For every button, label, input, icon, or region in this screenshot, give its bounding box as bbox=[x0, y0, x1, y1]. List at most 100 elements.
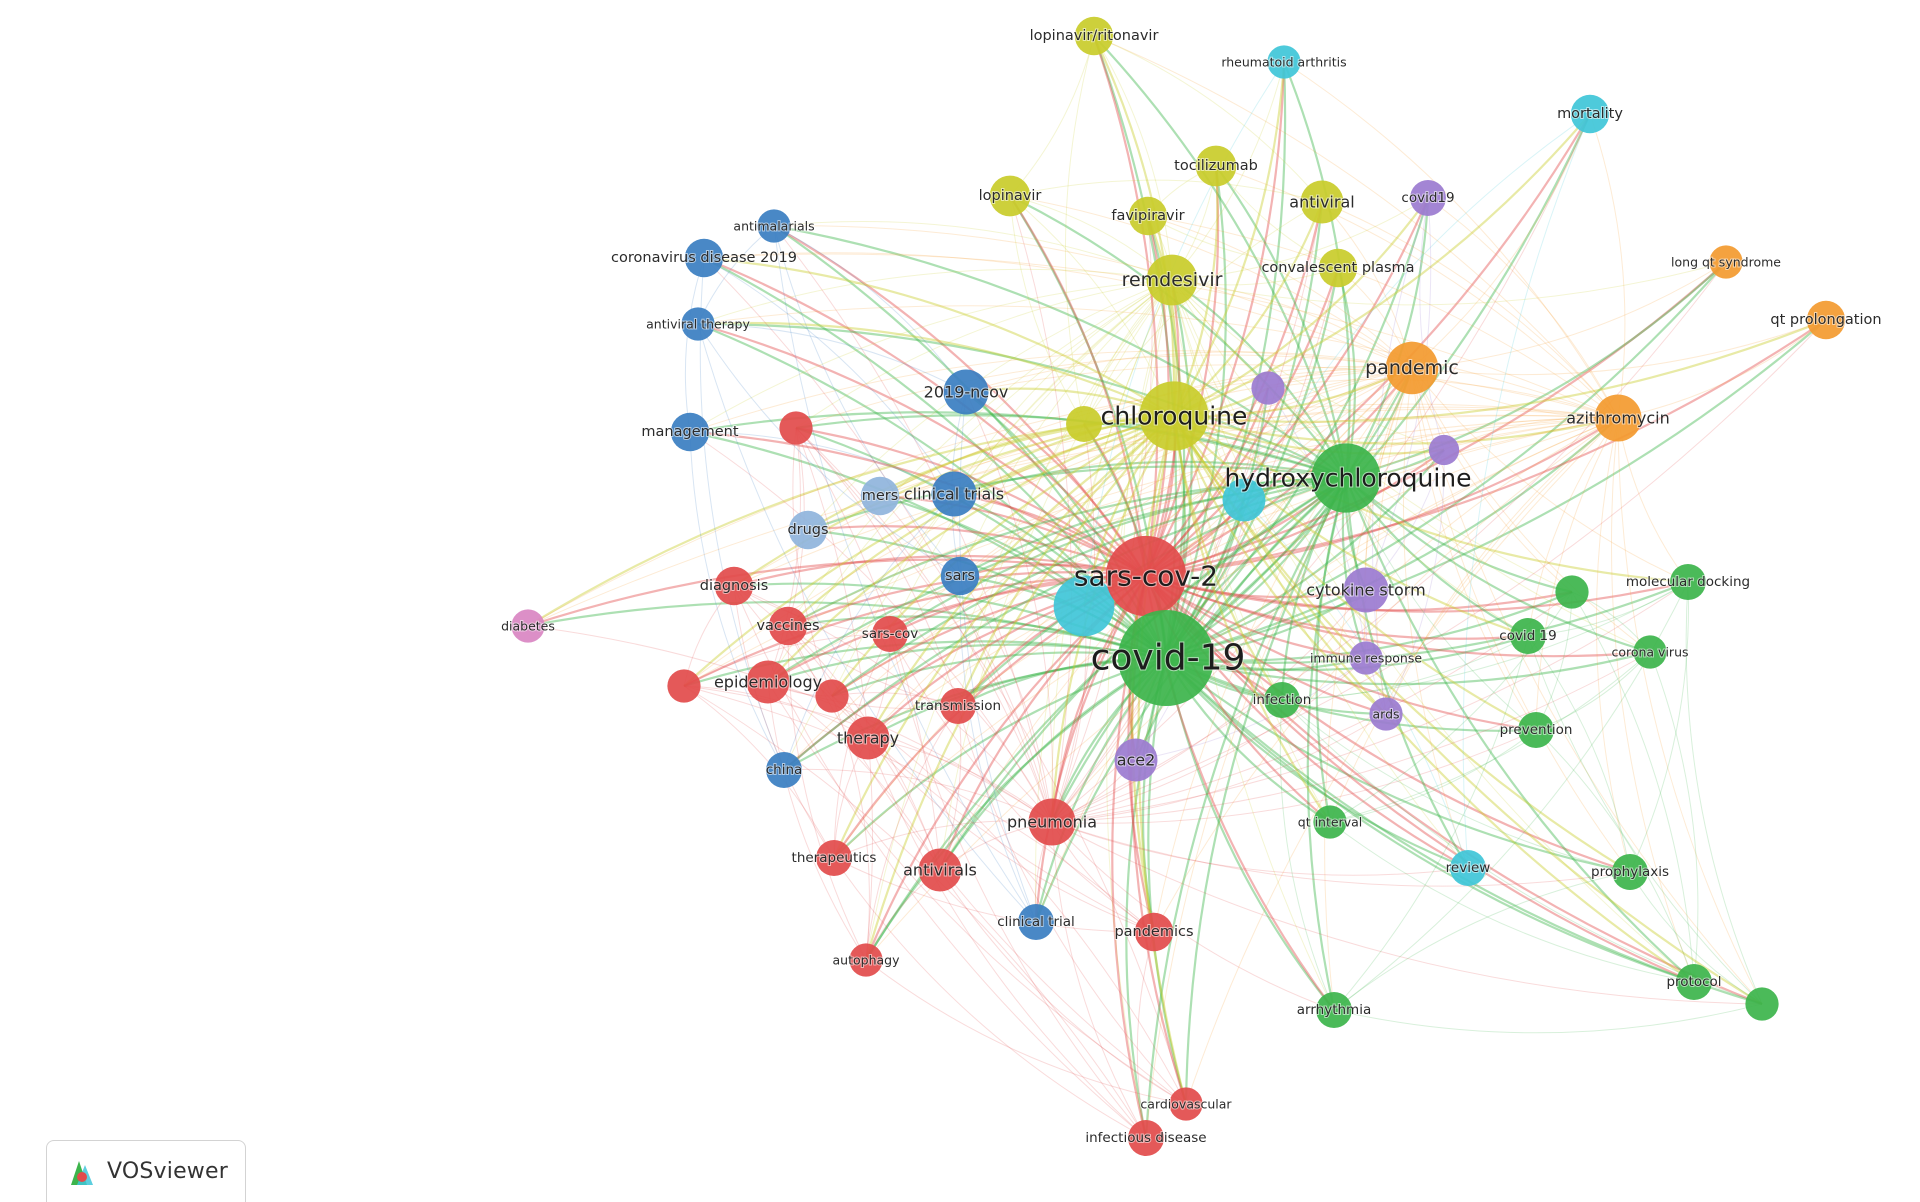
node-label-protocol[interactable]: protocol bbox=[1665, 973, 1722, 991]
node-favipiravir[interactable] bbox=[1128, 196, 1168, 236]
node-label-pandemic[interactable]: pandemic bbox=[1364, 356, 1460, 380]
node-label-covid19[interactable]: covid19 bbox=[1400, 189, 1455, 207]
node-autophagy[interactable] bbox=[849, 943, 883, 977]
node-management[interactable] bbox=[670, 412, 710, 452]
node-2019-ncov[interactable] bbox=[943, 369, 989, 415]
node-molecular-docking[interactable] bbox=[1670, 564, 1706, 600]
node-label-coronavirus-disease-2019[interactable]: coronavirus disease 2019 bbox=[610, 249, 798, 267]
node-clinical-trials[interactable] bbox=[931, 471, 977, 517]
node-label-qt-prolongation[interactable]: qt prolongation bbox=[1769, 311, 1882, 329]
node-vaccines[interactable] bbox=[768, 606, 808, 646]
node-review[interactable] bbox=[1450, 850, 1486, 886]
node-covid19[interactable] bbox=[1410, 180, 1446, 216]
node-sars-cov-2[interactable] bbox=[1105, 535, 1187, 617]
node-azithromycin[interactable] bbox=[1594, 394, 1642, 442]
node-label-hydroxychloroquine[interactable]: hydroxychloroquine bbox=[1223, 463, 1472, 494]
node-unlabeled-red-2[interactable] bbox=[667, 669, 701, 703]
node-unlabeled-purple-2[interactable] bbox=[1428, 434, 1460, 466]
node-lopinavir[interactable] bbox=[989, 175, 1031, 217]
node-infection[interactable] bbox=[1264, 682, 1300, 718]
node-ards[interactable] bbox=[1369, 697, 1403, 731]
node-qt-prolongation[interactable] bbox=[1806, 300, 1846, 340]
node-label-long-qt-syndrome[interactable]: long qt syndrome bbox=[1670, 254, 1782, 271]
node-prevention[interactable] bbox=[1518, 712, 1554, 748]
node-pandemic[interactable] bbox=[1385, 341, 1439, 395]
node-clinical-trial[interactable] bbox=[1018, 904, 1054, 940]
node-mortality[interactable] bbox=[1570, 94, 1610, 134]
node-label-drugs[interactable]: drugs bbox=[786, 521, 829, 539]
node-antivirals[interactable] bbox=[918, 848, 962, 892]
node-label-lopinavir[interactable]: lopinavir bbox=[978, 187, 1043, 205]
node-label-pandemics[interactable]: pandemics bbox=[1113, 923, 1194, 941]
node-china[interactable] bbox=[766, 752, 802, 788]
node-label-mortality[interactable]: mortality bbox=[1556, 105, 1624, 123]
node-label-tocilizumab[interactable]: tocilizumab bbox=[1173, 157, 1259, 175]
node-label-review[interactable]: review bbox=[1445, 859, 1492, 877]
node-label-rheumatoid-arthritis[interactable]: rheumatoid arthritis bbox=[1220, 54, 1347, 71]
node-immune-response[interactable] bbox=[1349, 641, 1383, 675]
node-rheumatoid-arthritis[interactable] bbox=[1267, 45, 1301, 79]
node-label-china[interactable]: china bbox=[765, 761, 804, 779]
node-label-prevention[interactable]: prevention bbox=[1499, 721, 1574, 739]
node-label-ards[interactable]: ards bbox=[1371, 706, 1400, 723]
node-label-covid-19[interactable]: covid-19 bbox=[1090, 637, 1247, 680]
node-label-infection[interactable]: infection bbox=[1252, 691, 1313, 709]
node-label-autophagy[interactable]: autophagy bbox=[832, 952, 902, 969]
node-label-diabetes[interactable]: diabetes bbox=[500, 618, 556, 635]
node-label-arrhythmia[interactable]: arrhythmia bbox=[1296, 1001, 1372, 1019]
node-label-therapeutics[interactable]: therapeutics bbox=[791, 849, 878, 867]
node-long-qt-syndrome[interactable] bbox=[1709, 245, 1743, 279]
node-unlabeled-purple-1[interactable] bbox=[1251, 371, 1285, 405]
node-label-cytokine-storm[interactable]: cytokine storm bbox=[1305, 580, 1426, 601]
node-therapeutics[interactable] bbox=[816, 840, 852, 876]
node-unlabeled-yellow-1[interactable] bbox=[1066, 406, 1102, 442]
node-infectious-disease[interactable] bbox=[1128, 1120, 1164, 1156]
node-label-clinical-trials[interactable]: clinical trials bbox=[903, 484, 1005, 505]
node-label-favipiravir[interactable]: favipiravir bbox=[1110, 207, 1185, 225]
node-tocilizumab[interactable] bbox=[1195, 145, 1237, 187]
node-diabetes[interactable] bbox=[511, 609, 545, 643]
node-convalescent-plasma[interactable] bbox=[1318, 248, 1358, 288]
node-label-molecular-docking[interactable]: molecular docking bbox=[1625, 573, 1751, 591]
node-label-antiviral-therapy[interactable]: antiviral therapy bbox=[645, 316, 751, 333]
node-unlabeled-cyan-2[interactable] bbox=[1222, 478, 1266, 522]
node-cardiovascular[interactable] bbox=[1169, 1087, 1203, 1121]
node-antiviral[interactable] bbox=[1300, 180, 1344, 224]
node-label-qt-interval[interactable]: qt interval bbox=[1297, 814, 1363, 831]
node-coronavirus-disease-2019[interactable] bbox=[684, 238, 724, 278]
node-unlabeled-red-1[interactable] bbox=[779, 411, 813, 445]
node-label-ace2[interactable]: ace2 bbox=[1116, 750, 1157, 771]
node-label-vaccines[interactable]: vaccines bbox=[755, 617, 820, 635]
node-label-antiviral[interactable]: antiviral bbox=[1288, 192, 1355, 213]
node-covid-19[interactable] bbox=[1118, 610, 1214, 706]
node-arrhythmia[interactable] bbox=[1316, 992, 1352, 1028]
node-label-covid-19-space[interactable]: covid 19 bbox=[1498, 627, 1557, 645]
node-label-prophylaxis[interactable]: prophylaxis bbox=[1590, 863, 1670, 881]
node-diagnosis[interactable] bbox=[714, 566, 754, 606]
node-pneumonia[interactable] bbox=[1028, 798, 1076, 846]
node-label-cardiovascular[interactable]: cardiovascular bbox=[1139, 1096, 1233, 1113]
node-sars-cov[interactable] bbox=[872, 616, 908, 652]
node-drugs[interactable] bbox=[788, 510, 828, 550]
node-label-epidemiology[interactable]: epidemiology bbox=[713, 672, 823, 693]
node-cytokine-storm[interactable] bbox=[1343, 567, 1389, 613]
node-label-sars-cov[interactable]: sars-cov bbox=[861, 625, 919, 643]
node-unlabeled-green-1[interactable] bbox=[1555, 575, 1589, 609]
node-label-convalescent-plasma[interactable]: convalescent plasma bbox=[1260, 259, 1415, 277]
node-unlabeled-green-2[interactable] bbox=[1745, 987, 1779, 1021]
node-label-antimalarials[interactable]: antimalarials bbox=[732, 218, 815, 235]
node-label-chloroquine[interactable]: chloroquine bbox=[1100, 401, 1249, 432]
node-label-remdesivir[interactable]: remdesivir bbox=[1121, 268, 1224, 292]
node-label-immune-response[interactable]: immune response bbox=[1309, 650, 1423, 667]
node-label-infectious-disease[interactable]: infectious disease bbox=[1084, 1129, 1207, 1147]
node-label-sars[interactable]: sars bbox=[944, 567, 976, 585]
node-transmission[interactable] bbox=[940, 688, 976, 724]
node-hydroxychloroquine[interactable] bbox=[1311, 443, 1381, 513]
node-sars[interactable] bbox=[940, 556, 980, 596]
node-label-azithromycin[interactable]: azithromycin bbox=[1565, 408, 1671, 429]
node-label-sars-cov-2[interactable]: sars-cov-2 bbox=[1073, 559, 1219, 594]
node-protocol[interactable] bbox=[1676, 964, 1712, 1000]
node-unlabeled-cyan-1[interactable] bbox=[1053, 575, 1115, 637]
node-label-clinical-trial[interactable]: clinical trial bbox=[996, 913, 1076, 931]
